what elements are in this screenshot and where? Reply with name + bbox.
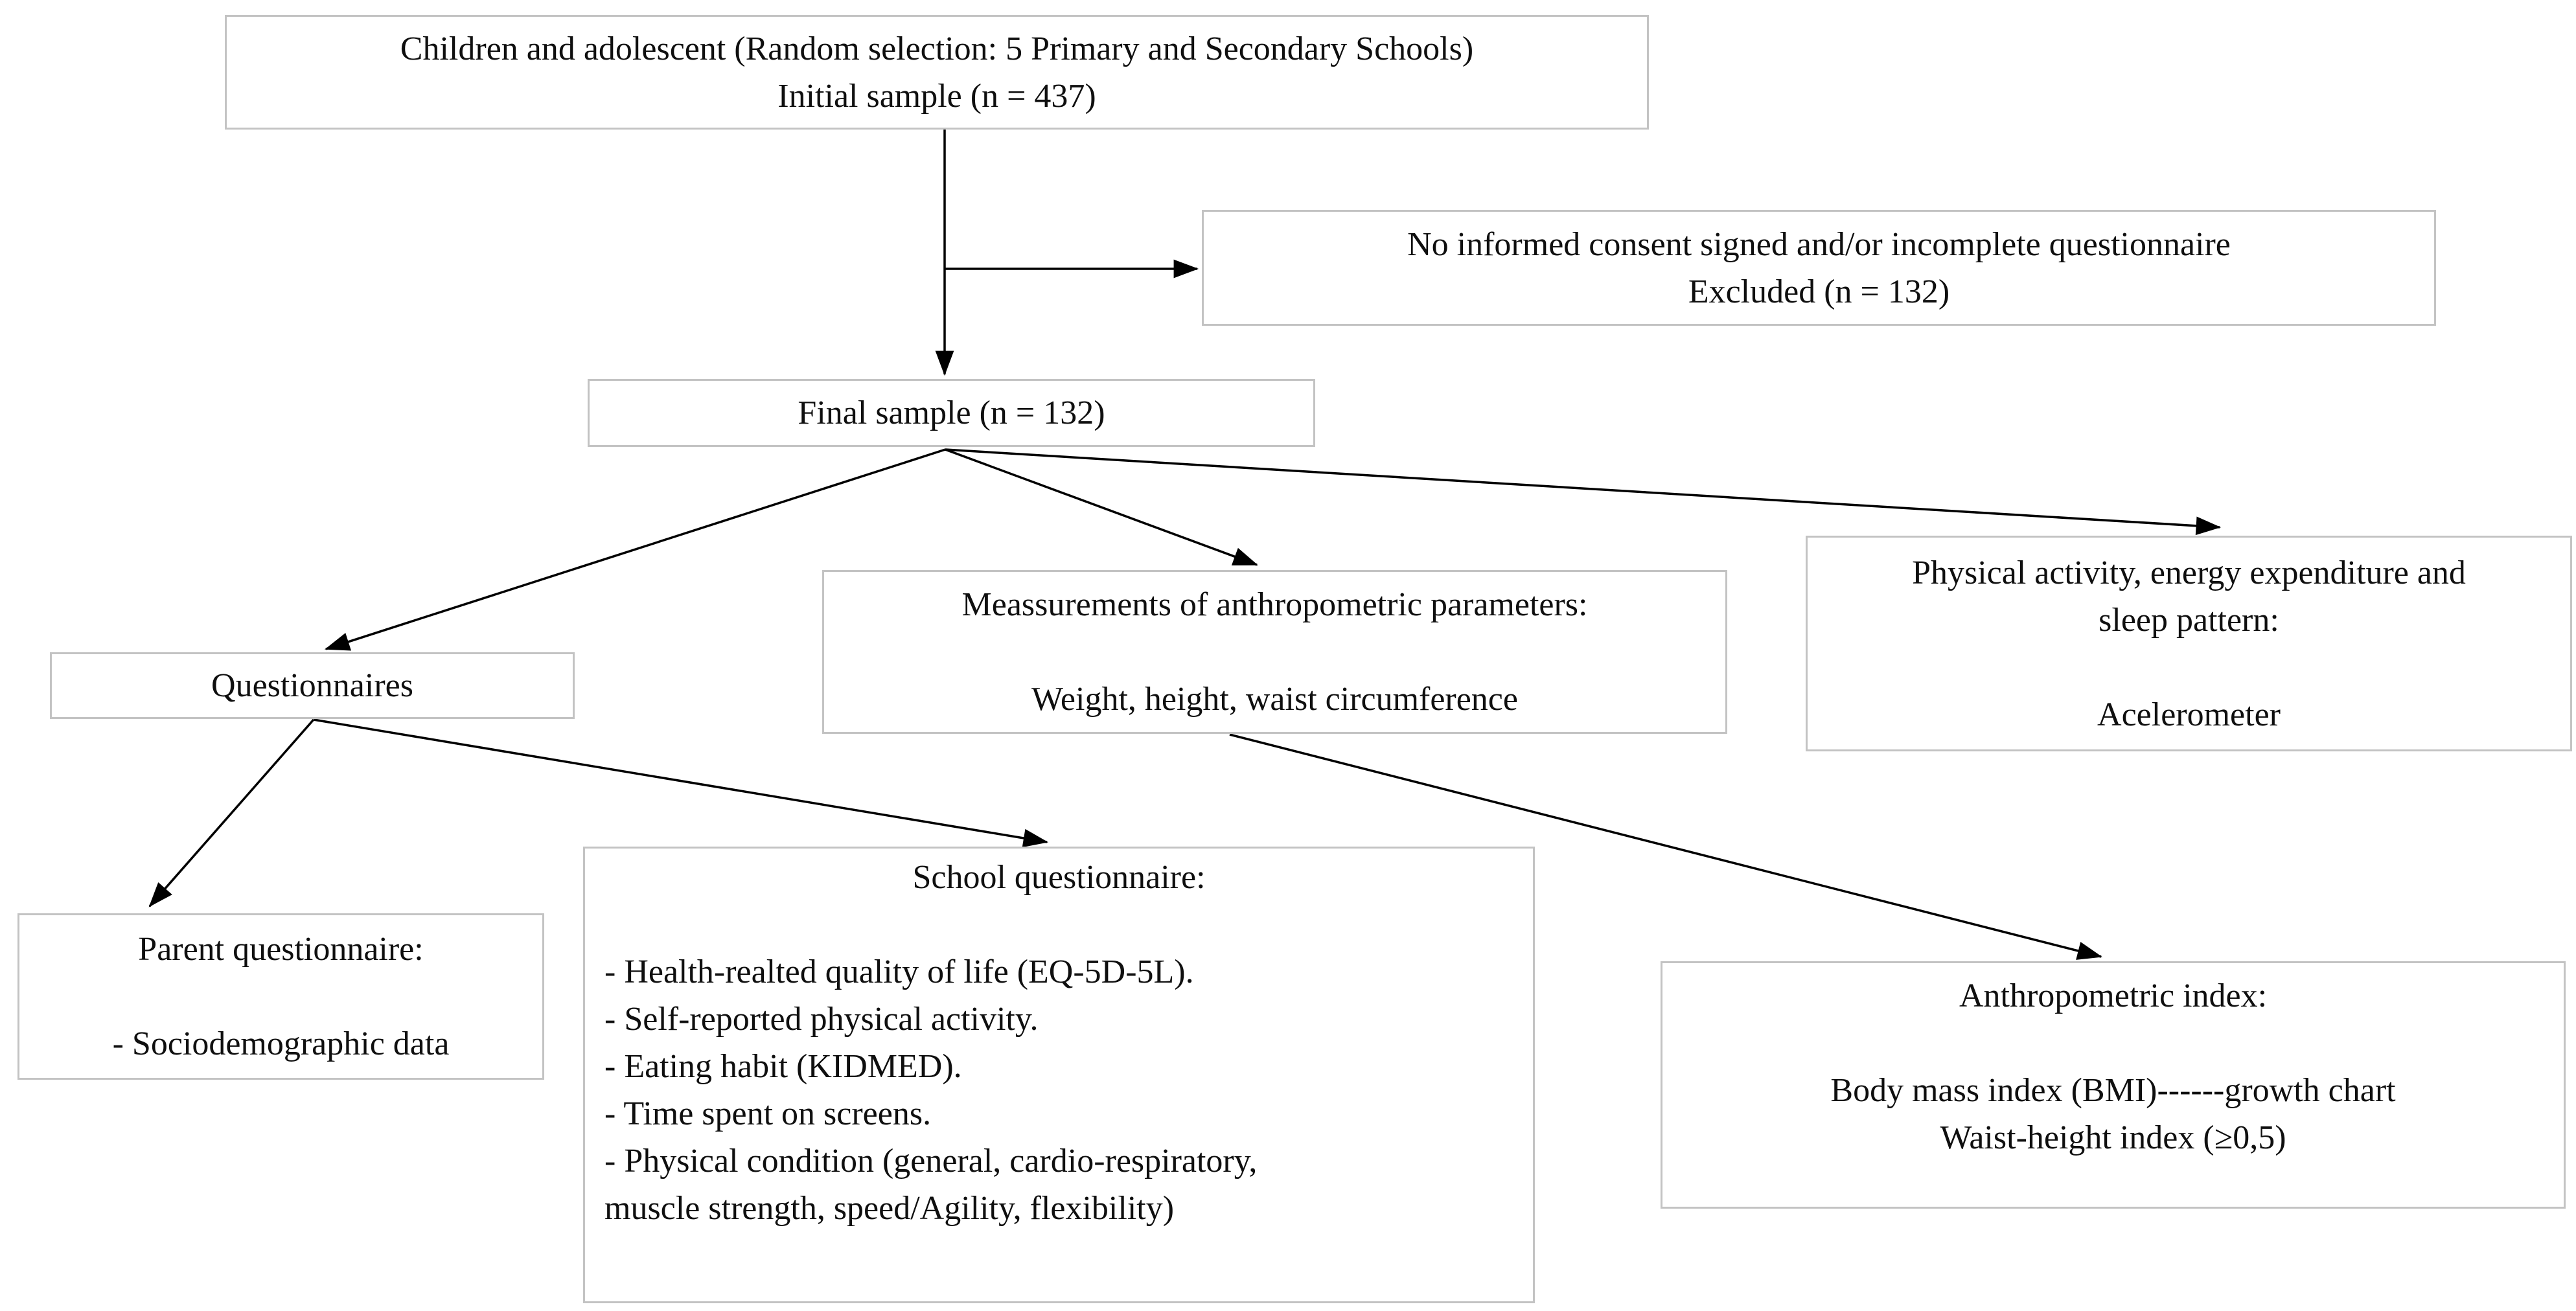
spacer xyxy=(277,973,285,1020)
physical-activity-title-line2: sleep pattern: xyxy=(2099,601,2279,639)
final-sample-text: Final sample (n = 132) xyxy=(798,394,1105,431)
box-final-sample: Final sample (n = 132) xyxy=(588,379,1315,447)
arrow-questionnaires-to-school xyxy=(313,718,1049,848)
box-anthropometric-measurements: Meassurements of anthropometric paramete… xyxy=(822,570,1727,734)
arrow-final-to-questionnaires xyxy=(325,448,946,651)
sociodemographic-data-text: - Sociodemographic data xyxy=(112,1025,450,1062)
box-anthropometric-index: Anthropometric index: Body mass index (B… xyxy=(1661,961,2566,1209)
parent-questionnaire-title: Parent questionnaire: xyxy=(138,931,424,968)
initial-sample-n-text: Initial sample (n = 437) xyxy=(777,77,1096,115)
school-item-self-reported-activity: - Self-reported physical activity. xyxy=(604,1001,1039,1038)
box-initial-sample: Children and adolescent (Random selectio… xyxy=(225,15,1649,130)
school-item-quality-of-life: - Health-realted quality of life (EQ-5D-… xyxy=(604,953,1194,990)
excluded-n-text: Excluded (n = 132) xyxy=(1688,273,1950,310)
arrow-final-to-measurements xyxy=(945,448,1258,566)
bmi-growth-chart-text: Body mass index (BMI)------growth chart xyxy=(1830,1072,2396,1109)
anthropometric-index-title: Anthropometric index: xyxy=(1959,977,2268,1014)
measurements-title-text: Meassurements of anthropometric paramete… xyxy=(961,586,1588,623)
measurements-detail-text: Weight, height, waist circumference xyxy=(1031,681,1518,718)
spacer xyxy=(2109,1020,2117,1067)
accelerometer-text: Acelerometer xyxy=(2097,696,2281,733)
waist-height-index-text: Waist-height index (≥0,5) xyxy=(1940,1119,2286,1156)
spacer xyxy=(1271,628,1279,676)
excluded-reason-text: No informed consent signed and/or incomp… xyxy=(1407,225,2231,263)
school-questionnaire-title: School questionnaire: xyxy=(912,859,1206,896)
box-questionnaires: Questionnaires xyxy=(50,652,575,719)
box-school-questionnaire: School questionnaire: - Health-realted q… xyxy=(583,847,1535,1303)
arrow-measurements-to-anthropometric xyxy=(1229,733,2103,960)
box-excluded: No informed consent signed and/or incomp… xyxy=(1202,210,2436,326)
questionnaires-text: Questionnaires xyxy=(211,667,413,704)
spacer xyxy=(585,901,1533,948)
arrow-final-to-physical xyxy=(945,448,2222,536)
school-item-physical-condition: - Physical condition (general, cardio-re… xyxy=(604,1143,1258,1180)
school-item-physical-condition-cont: muscle strength, speed/Agility, flexibil… xyxy=(604,1190,1175,1227)
box-physical-activity: Physical activity, energy expenditure an… xyxy=(1806,536,2572,751)
arrow-questionnaires-to-parent xyxy=(148,718,315,907)
physical-activity-title-line1: Physical activity, energy expenditure an… xyxy=(1912,554,2466,591)
spacer xyxy=(2185,644,2193,691)
school-item-eating-habit: - Eating habit (KIDMED). xyxy=(604,1048,962,1085)
school-item-screen-time: - Time spent on screens. xyxy=(604,1095,932,1132)
box-parent-questionnaire: Parent questionnaire: - Sociodemographic… xyxy=(17,913,544,1080)
initial-sample-selection-text: Children and adolescent (Random selectio… xyxy=(400,30,1474,67)
